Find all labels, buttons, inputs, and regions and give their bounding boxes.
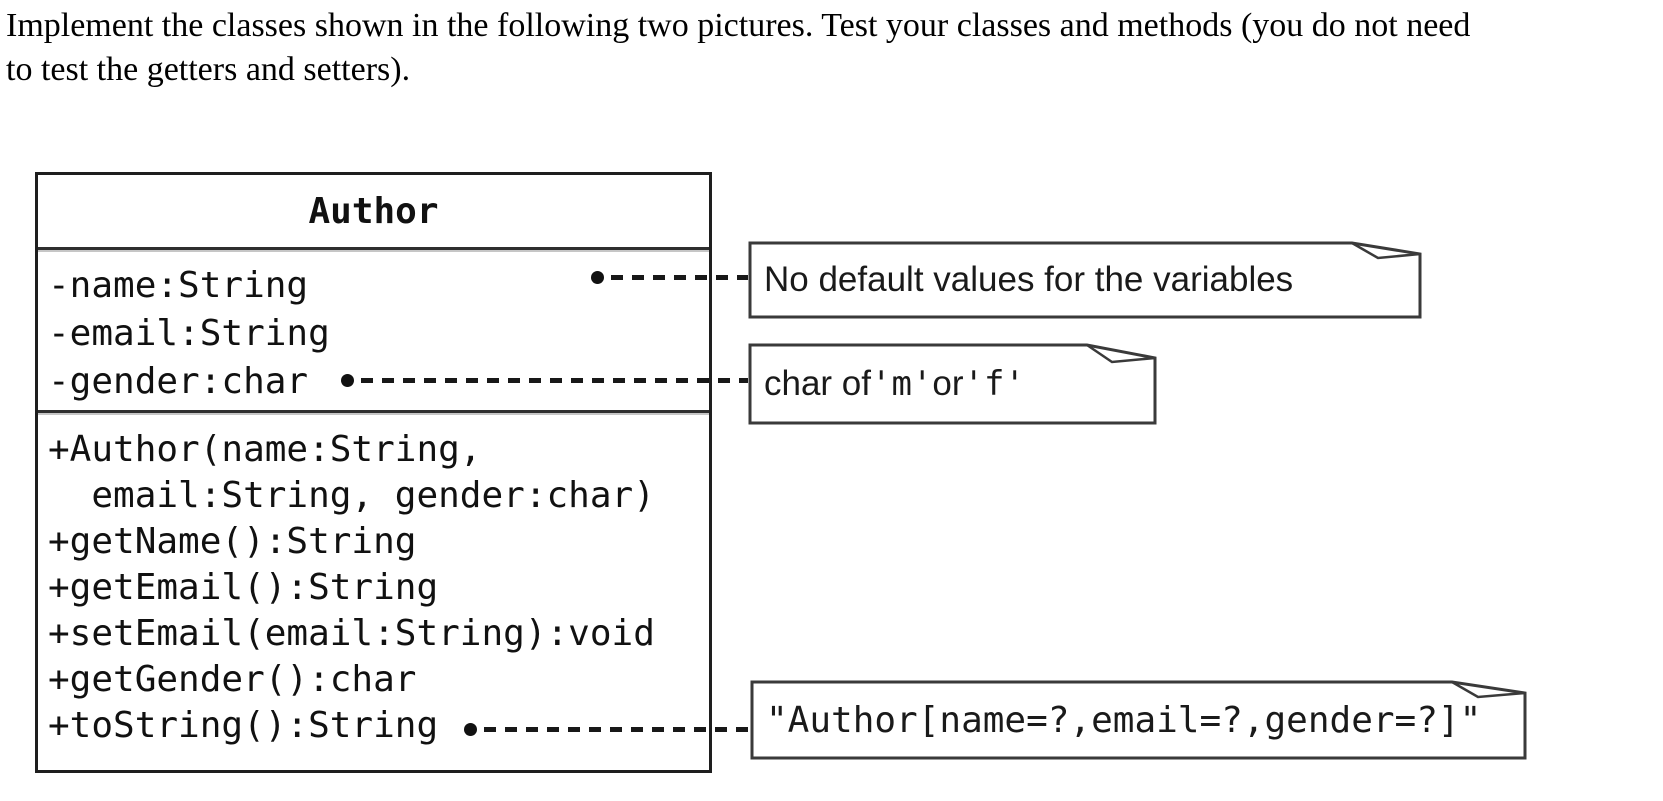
connector-dashed-line-name [611, 275, 748, 280]
fields-compartment: -name:String -email:String -gender:char [38, 250, 709, 413]
method-setemail: +setEmail(email:String):void [48, 613, 655, 654]
uml-note-tostring-format: "Author[name=?,email=?,gender=?]" [750, 680, 1527, 760]
note-gender-segment-m: 'm' [871, 364, 933, 404]
method-constructor-line-2: email:String, gender:char) [48, 475, 655, 516]
note-text-tostring-format: "Author[name=?,email=?,gender=?]" [766, 699, 1482, 741]
method-tostring: +toString():String [48, 705, 439, 746]
method-getname: +getName():String [48, 521, 417, 562]
instruction-line-2: to test the getters and setters). [6, 51, 411, 88]
note-outline-folded-corner [748, 343, 1157, 425]
uml-note-gender-values: char of 'm' or 'f' [748, 343, 1157, 425]
class-name-compartment: Author [38, 175, 709, 250]
connector-dot-gender [341, 374, 354, 387]
method-getemail: +getEmail():String [48, 567, 439, 608]
method-getgender: +getGender():char [48, 659, 417, 700]
uml-note-no-defaults: No default values for the variables [748, 241, 1422, 319]
note-gender-segment-2: or [932, 364, 964, 403]
field-email: -email:String [48, 313, 330, 354]
connector-dashed-line-tostring [484, 727, 750, 732]
note-gender-segment-1: char of [764, 364, 871, 403]
connector-dot-name [591, 271, 604, 284]
field-name: -name:String [48, 265, 309, 306]
instruction-paragraph: Implement the classes shown in the follo… [6, 4, 1661, 92]
class-name: Author [308, 190, 439, 232]
field-gender: -gender:char [48, 361, 309, 402]
connector-dashed-line-gender [361, 378, 748, 383]
note-outline-folded-corner [748, 241, 1422, 319]
note-text-no-defaults: No default values for the variables [764, 260, 1294, 299]
connector-dot-tostring [464, 723, 477, 736]
uml-class-box: Author -name:String -email:String -gende… [35, 172, 712, 773]
method-constructor-line-1: +Author(name:String, [48, 429, 482, 470]
note-text-gender-values: char of 'm' or 'f' [748, 343, 1157, 425]
note-outline-folded-corner [750, 680, 1527, 760]
instruction-line-1: Implement the classes shown in the follo… [6, 7, 1471, 44]
note-gender-segment-f: 'f' [963, 364, 1025, 404]
methods-compartment: +Author(name:String, email:String, gende… [38, 413, 709, 749]
